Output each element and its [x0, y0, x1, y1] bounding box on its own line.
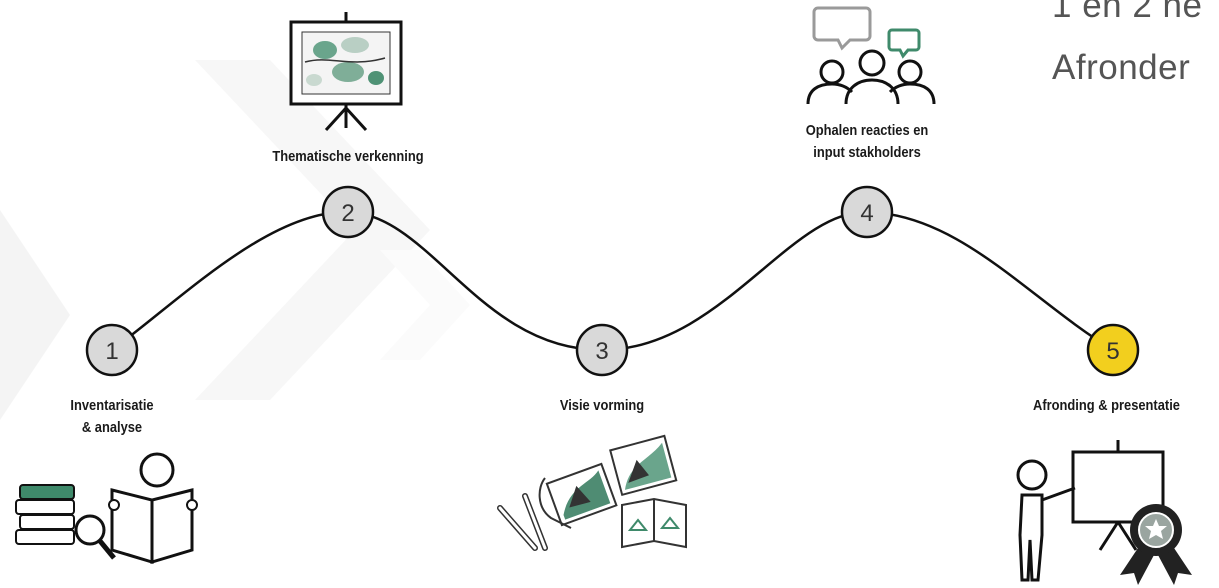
presenter-award-icon	[1016, 440, 1192, 585]
step-label-1: Inventarisatie & analyse	[43, 395, 181, 439]
step-node-1: 1	[85, 323, 139, 377]
step-number-2: 2	[341, 200, 354, 227]
step-label-4-line1: Ophalen reacties en	[805, 122, 929, 139]
step-label-4-line2: input stakholders	[813, 144, 921, 161]
stakeholders-speech-icon	[806, 6, 936, 105]
step-label-2: Thematische verkenning	[245, 146, 451, 168]
step-label-3: Visie vorming	[525, 395, 680, 417]
step-label-1-line2: & analyse	[81, 419, 143, 436]
step-node-2: 2	[321, 185, 375, 239]
side-text-line-2: Afronder	[1052, 48, 1191, 87]
step-label-4: Ophalen reacties en input stakholders	[777, 120, 958, 164]
background-chevrons	[0, 60, 470, 420]
maps-and-pencils-icon	[497, 434, 687, 551]
step-label-5-line1: Afronding & presentatie	[1033, 397, 1180, 414]
step-number-4: 4	[860, 200, 873, 227]
reading-books-icon	[15, 452, 198, 565]
step-number-1: 1	[105, 338, 118, 365]
presentation-map-board-icon	[289, 12, 403, 132]
step-label-1-line1: Inventarisatie	[70, 397, 154, 414]
step-node-4: 4	[840, 185, 894, 239]
step-label-5: Afronding & presentatie	[1010, 395, 1204, 417]
step-label-3-line1: Visie vorming	[559, 397, 645, 414]
side-text-line-1: 1 en 2 ne	[1052, 0, 1203, 25]
step-node-5: 5	[1086, 323, 1140, 377]
step-number-5: 5	[1106, 338, 1119, 365]
step-number-3: 3	[595, 338, 608, 365]
step-label-2-line1: Thematische verkenning	[272, 148, 424, 165]
step-node-3: 3	[575, 323, 629, 377]
